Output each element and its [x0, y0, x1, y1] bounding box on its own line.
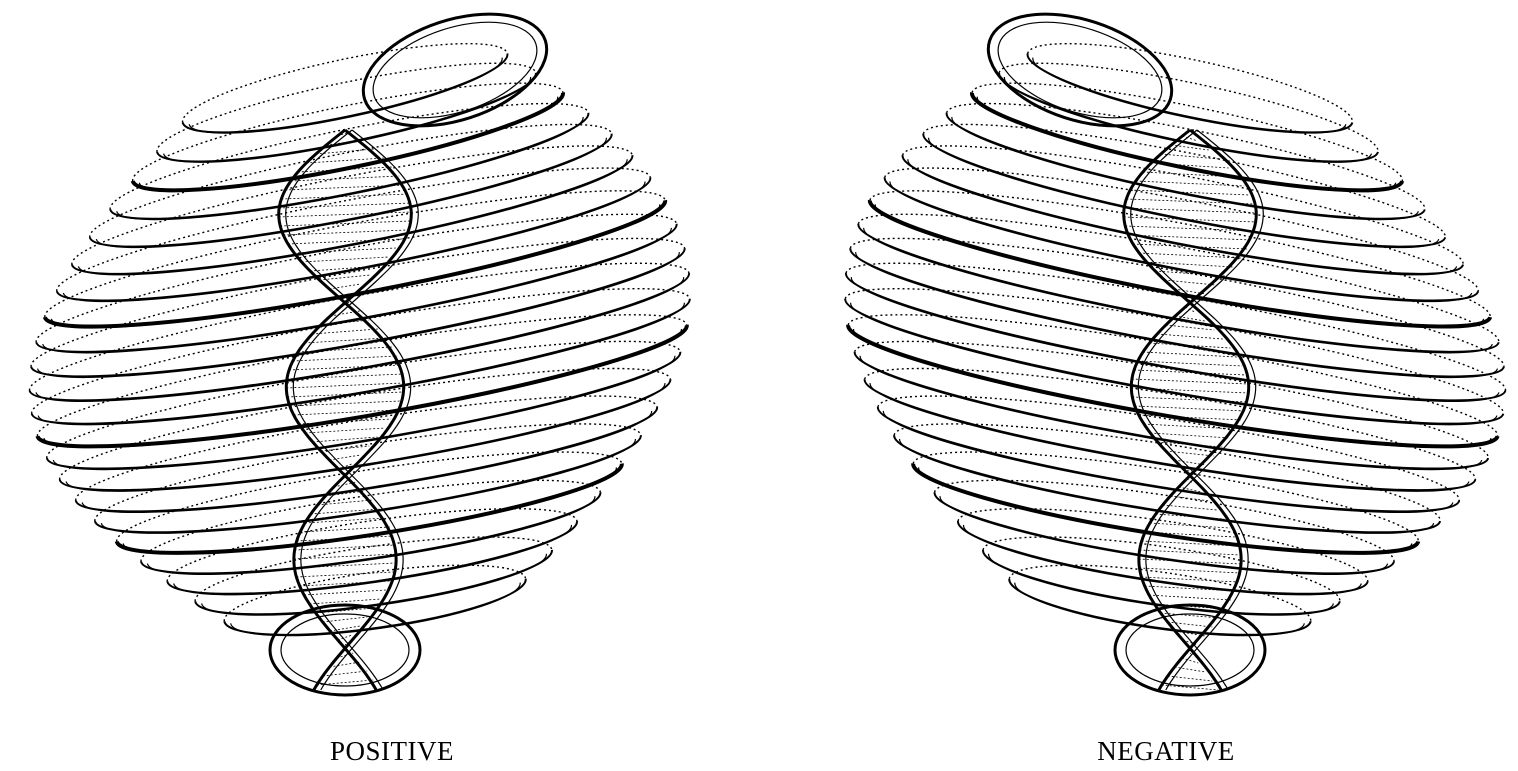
- positive-caption: POSITIVE: [330, 736, 454, 767]
- helix-rung: [1139, 568, 1240, 573]
- helix-rung: [1161, 154, 1219, 159]
- helix-rung: [1135, 406, 1245, 411]
- coil-ring: [844, 213, 1510, 403]
- coil-front-inner-stroke: [923, 138, 1439, 270]
- coil-front-inner-stroke: [865, 383, 1469, 514]
- coil-front-stroke: [917, 134, 1445, 270]
- coil-back-stroke: [848, 290, 1503, 436]
- coil-front-stroke: [993, 73, 1378, 181]
- helix-rung: [1157, 334, 1223, 339]
- helix-rung: [1168, 622, 1213, 627]
- top-loop: [974, 0, 1186, 147]
- coil-ring: [840, 238, 1512, 427]
- helix-rung: [1182, 658, 1198, 663]
- coil-ring: [1022, 26, 1359, 152]
- coil-back-stroke: [855, 317, 1494, 458]
- helix-rung: [1131, 388, 1248, 393]
- coil-ring: [930, 461, 1399, 593]
- coil-front-stroke: [878, 177, 1478, 325]
- helix-rung: [1136, 181, 1244, 186]
- helix-rung: [1163, 505, 1218, 510]
- coil-ring: [896, 122, 1470, 299]
- helix-rung: [1126, 199, 1253, 204]
- negative-caption: NEGATIVE: [1097, 736, 1234, 767]
- coil-front-inner-stroke: [1027, 58, 1345, 150]
- coil-back-stroke: [1028, 26, 1359, 123]
- helix-rung: [1170, 496, 1209, 501]
- coil-front-stroke: [908, 464, 1418, 574]
- helix-rung: [1150, 433, 1229, 438]
- coil-front-inner-stroke: [869, 204, 1484, 351]
- coil-front-inner-stroke: [855, 356, 1482, 493]
- coil-back-stroke: [972, 62, 1408, 181]
- coil-front-stroke: [1022, 53, 1353, 150]
- coil-front-inner-stroke: [858, 228, 1493, 377]
- helix-rung: [1150, 523, 1230, 528]
- coil-front-inner-stroke: [878, 411, 1453, 534]
- coil-front-stroke: [859, 379, 1475, 514]
- helix-rung: [1149, 595, 1231, 600]
